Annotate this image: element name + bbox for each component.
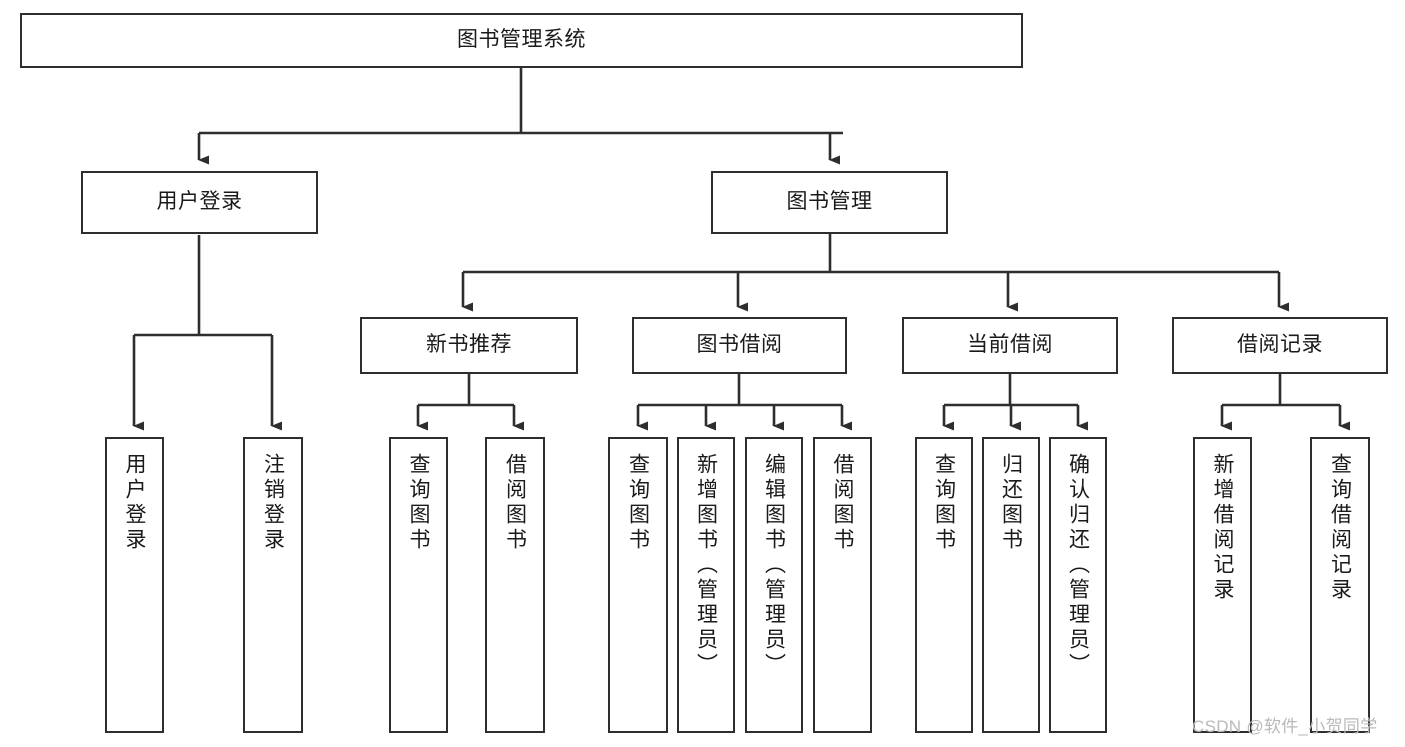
node-label: 查询图书 xyxy=(932,453,956,553)
node-leaf-confirm-return[interactable]: 确认归还（管理员） xyxy=(1049,437,1107,733)
node-book-borrow[interactable]: 图书借阅 xyxy=(632,317,847,374)
node-label: 确认归还（管理员） xyxy=(1066,453,1090,678)
node-book-management-system[interactable]: 图书管理系统 xyxy=(20,13,1023,68)
node-leaf-logout-login[interactable]: 注销登录 xyxy=(243,437,303,733)
node-leaf-query-record[interactable]: 查询借阅记录 xyxy=(1310,437,1370,733)
node-current-borrow[interactable]: 当前借阅 xyxy=(902,317,1118,374)
node-label: 编辑图书（管理员） xyxy=(762,453,786,678)
node-user-login[interactable]: 用户登录 xyxy=(81,171,318,234)
node-label: 用户登录 xyxy=(123,453,146,553)
node-label: 借阅图书 xyxy=(831,453,854,553)
node-label: 图书借阅 xyxy=(696,333,783,357)
node-leaf-add-book[interactable]: 新增图书（管理员） xyxy=(677,437,735,733)
node-leaf-query-book-2[interactable]: 查询图书 xyxy=(608,437,668,733)
node-label: 新书推荐 xyxy=(426,333,512,357)
node-leaf-return-book[interactable]: 归还图书 xyxy=(982,437,1040,733)
node-leaf-borrow-book-1[interactable]: 借阅图书 xyxy=(485,437,545,733)
node-label: 当前借阅 xyxy=(967,333,1053,357)
node-leaf-query-book-3[interactable]: 查询图书 xyxy=(915,437,973,733)
node-label: 图书管理 xyxy=(786,190,873,214)
node-label: 查询图书 xyxy=(626,453,650,553)
node-borrow-record[interactable]: 借阅记录 xyxy=(1172,317,1388,374)
node-book-manage[interactable]: 图书管理 xyxy=(711,171,948,234)
node-label: 用户登录 xyxy=(156,190,243,214)
node-new-book-recommend[interactable]: 新书推荐 xyxy=(360,317,578,374)
node-label: 新增图书（管理员） xyxy=(694,453,718,678)
node-label: 新增借阅记录 xyxy=(1211,453,1234,603)
node-leaf-borrow-book-2[interactable]: 借阅图书 xyxy=(813,437,872,733)
node-label: 查询图书 xyxy=(407,453,430,553)
node-label: 归还图书 xyxy=(999,453,1023,553)
node-leaf-add-record[interactable]: 新增借阅记录 xyxy=(1193,437,1252,733)
node-label: 借阅记录 xyxy=(1237,333,1323,357)
node-label: 注销登录 xyxy=(261,453,285,553)
node-leaf-query-book-1[interactable]: 查询图书 xyxy=(389,437,448,733)
node-label: 图书管理系统 xyxy=(457,28,586,52)
node-leaf-edit-book[interactable]: 编辑图书（管理员） xyxy=(745,437,803,733)
node-label: 查询借阅记录 xyxy=(1328,453,1352,603)
node-label: 借阅图书 xyxy=(503,453,527,553)
node-leaf-user-login[interactable]: 用户登录 xyxy=(105,437,164,733)
